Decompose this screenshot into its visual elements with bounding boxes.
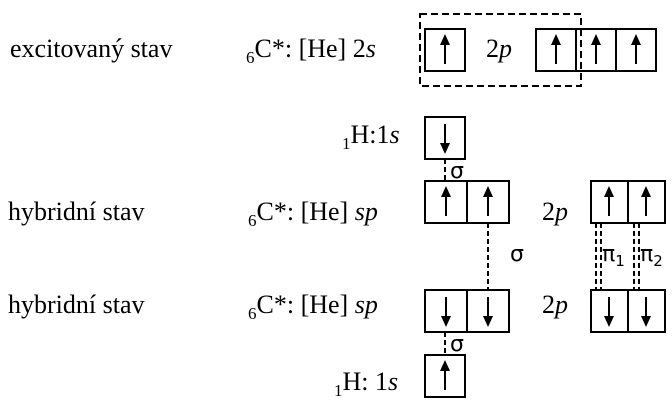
hydrogen-s-letter: s [389, 120, 400, 149]
pi2-bond-label: π2 [640, 240, 663, 276]
hydrogen-bottom-label: 1H: 1s [334, 367, 398, 406]
spin-arrow-up-icon [631, 34, 641, 45]
hybrid-bottom-label: hybridní stav [8, 290, 145, 319]
spin-arrow-up-icon [551, 34, 561, 45]
p-orbital-letter: p [555, 290, 568, 319]
spin-arrow-down-icon [604, 316, 614, 327]
p-prefix: 2 [542, 290, 555, 319]
atom-subscript: 6 [248, 211, 257, 230]
spin-arrow-up-icon [440, 34, 450, 45]
spin-arrow-up-icon [591, 34, 601, 45]
atom-notation: C*: [He] [256, 197, 355, 226]
spin-arrow-down-icon [441, 316, 451, 327]
orbital-box-excited-2p-3 [615, 28, 657, 72]
excitation-group-frame [419, 13, 582, 87]
pi1-bond-label: π1 [602, 240, 625, 276]
spin-arrow-up-icon [441, 186, 451, 197]
hydrogen-top-label: 1H:1s [342, 120, 400, 159]
atom-subscript: 6 [248, 304, 257, 323]
spin-arrow-down-icon [641, 316, 651, 327]
s-orbital-letter: s [365, 34, 376, 63]
atom-subscript: 6 [246, 48, 255, 67]
spin-arrow-up-icon [483, 186, 493, 197]
hybrid-top-atom-config: 6C*: [He] sp [248, 197, 378, 236]
hybrid-top-label: hybridní stav [8, 197, 145, 226]
hydrogen-s-letter: s [388, 367, 399, 396]
spin-arrow-down-icon [440, 143, 450, 154]
excited-state-label: excitovaný stav [10, 34, 173, 63]
excited-atom-config: 6C*: [He] 2s [246, 34, 376, 73]
p-prefix: 2 [486, 34, 499, 63]
atom-notation: C*: [He] [256, 290, 355, 319]
pi-subscript: 2 [653, 252, 663, 270]
p-orbital-letter: p [499, 34, 512, 63]
pi-subscript: 1 [615, 252, 625, 270]
orbital-box-excited-2s [424, 28, 466, 72]
hydrogen-notation: H:1 [350, 120, 390, 149]
atom-notation: C*: [He] 2 [254, 34, 366, 63]
pi-symbol: π [602, 242, 616, 267]
p-orbital-letter: p [555, 197, 568, 226]
spin-arrow-up-icon [641, 186, 651, 197]
sp-hybrid-letter: sp [354, 197, 378, 226]
spin-arrow-up-icon [440, 360, 450, 371]
p-prefix: 2 [542, 197, 555, 226]
sp-hybrid-letter: sp [354, 290, 378, 319]
orbital-box-hydrogen-bottom [424, 354, 466, 398]
orbital-box-hybrid-bottom-2p-2 [627, 289, 666, 333]
sigma-bond-middle-label: σ [510, 242, 524, 267]
pi-symbol: π [640, 242, 654, 267]
hybrid-bottom-2p-label: 2p [542, 290, 568, 320]
sigma-bond-bottom-label: σ [450, 332, 464, 357]
spin-arrow-down-icon [483, 316, 493, 327]
hybrid-bottom-atom-config: 6C*: [He] sp [248, 290, 378, 329]
hydrogen-subscript: 1 [342, 134, 351, 153]
spin-arrow-up-icon [604, 186, 614, 197]
sigma-bond-top-label: σ [450, 159, 464, 184]
orbital-box-hybrid-top-2p-2 [627, 180, 666, 224]
hydrogen-notation: H: 1 [342, 367, 389, 396]
excited-2p-label: 2p [486, 34, 512, 64]
hybrid-top-2p-label: 2p [542, 197, 568, 227]
hydrogen-subscript: 1 [334, 381, 343, 400]
